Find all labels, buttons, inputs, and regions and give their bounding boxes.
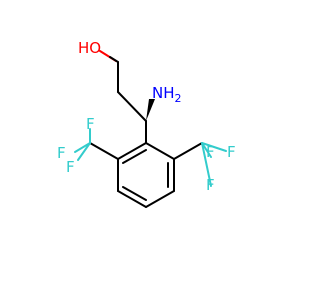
ring-bond-bottom-right [145,190,175,208]
wedge-bond-amine [146,99,155,121]
fluorine-left-top: F [86,115,95,133]
bond-cf3-right-f-right [201,142,227,152]
fluorine-right-top: F [206,143,215,161]
ring-double-top-left [122,149,147,164]
ring-bond-bottom-left [117,190,147,208]
amine-label: NH2 [152,84,182,105]
ring-bond-top-right [145,142,175,160]
bond-ring-right-cf3 [173,142,203,160]
bond-o-c1-black [109,56,119,63]
hydroxyl-label: HO [78,39,101,57]
fluorine-right-right: F [227,143,236,161]
bond-cf3-right-f-bottom [201,142,212,187]
bond-cf3-left-f-left [74,142,91,153]
molecule-diagram: HO NH2 F F F F F F [57,39,236,208]
bond-c2-c3 [117,91,147,122]
molecule-structure: HO NH2 F F F F F F [57,39,236,208]
fluorine-left-left: F [57,144,66,162]
fluorine-right-bottom: F [206,176,215,194]
fluorine-left-bottom: F [66,158,75,176]
ring-double-bottom-left [122,186,147,201]
ring-bond-top-left [117,142,147,160]
bond-cf3-left-f-bottom [77,142,91,161]
bonds [74,50,227,208]
bond-ring-left-cf3 [89,142,119,160]
